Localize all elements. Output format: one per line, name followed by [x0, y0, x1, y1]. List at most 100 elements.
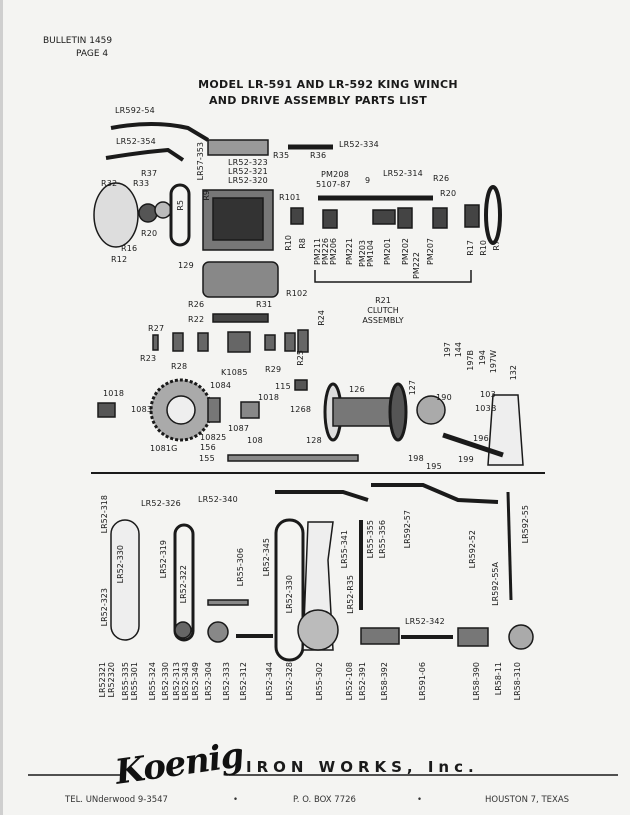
part-label: 115 [275, 382, 291, 391]
company-name: IRON WORKS, Inc. [246, 758, 479, 776]
part-label: 194 [478, 350, 487, 366]
part-label: LR52-314 [383, 169, 423, 178]
part-label: 1087 [228, 424, 250, 433]
part-label: 108 [247, 436, 263, 445]
page-number: PAGE 4 [76, 49, 109, 59]
part-label: R37 [141, 169, 158, 178]
exploded-parts-drawing [28, 122, 618, 776]
part-label: LR52-391 [358, 662, 367, 701]
part-label: R20 [141, 229, 158, 238]
part-label: R33 [133, 179, 150, 188]
part-label: 132 [509, 365, 518, 381]
part-label: 199 [458, 455, 474, 464]
part-label: R20 [440, 189, 457, 198]
page-title-line1: MODEL LR-591 AND LR-592 KING WINCH [198, 78, 458, 91]
part-label: LR55-301 [130, 662, 139, 701]
part-label: LR55-356 [378, 520, 387, 559]
part-label: LR52-312 [239, 662, 248, 701]
part-label: LR592-54 [115, 106, 155, 115]
part-label: LR52-313 [172, 662, 181, 701]
part-label: LR52-328 [285, 662, 294, 701]
part-label: R102 [286, 289, 308, 298]
part-label: LR52-330 [285, 575, 294, 614]
part-label: 9 [365, 176, 371, 185]
part-label: R12 [111, 255, 128, 264]
part-label: LR52-334 [339, 140, 379, 149]
part-label: LR52-R35 [346, 575, 355, 614]
part-label: LR52-343 [181, 662, 190, 701]
part-label: LR592-55A [491, 562, 500, 606]
po-box: P. O. BOX 7726 [293, 795, 356, 805]
part-label: LR55-302 [315, 662, 324, 701]
part-label: R31 [256, 300, 273, 309]
part-label: LR592-57 [403, 510, 412, 549]
part-label: LR55-341 [340, 530, 349, 569]
part-label: R5 [176, 200, 185, 211]
part-label: PM202 [401, 238, 410, 265]
part-label: LR52-319 [159, 540, 168, 579]
part-label: 198 [408, 454, 424, 463]
part-label: R24 [317, 310, 326, 326]
part-label: 129 [178, 261, 194, 270]
part-label: 10825 [200, 433, 227, 442]
part-label: R8 [298, 238, 307, 249]
part-label: PM222 [412, 252, 421, 279]
part-label: LR52-323 [100, 588, 109, 627]
clutch-assembly-label: R21 CLUTCH ASSEMBLY [358, 296, 408, 326]
separator-dot: • [417, 795, 423, 805]
part-label: LR52-322 [179, 565, 188, 604]
part-label: LR55-324 [148, 662, 157, 701]
part-label: LR52-108 [345, 662, 354, 701]
part-label: LR52-330 [116, 545, 125, 584]
part-label: LR52-333 [222, 662, 231, 701]
part-label: 156 [200, 443, 216, 452]
part-label: R7 [492, 240, 501, 251]
part-label: LR592-55 [521, 505, 530, 544]
part-label: R32 [101, 179, 118, 188]
part-label: 190 [436, 393, 452, 402]
bulletin-number: BULLETIN 1459 [43, 36, 113, 46]
part-label: 1083 [131, 405, 153, 414]
part-label: 127 [408, 380, 417, 396]
part-label: 1084 [210, 381, 232, 390]
part-label: LR52320 [107, 662, 116, 698]
part-label: LR52-354 [116, 137, 156, 146]
part-label: LR52-318 [100, 495, 109, 534]
part-label: R35 [273, 151, 290, 160]
part-label: PM208 [321, 170, 349, 179]
part-label: LR52-342 [405, 617, 445, 626]
part-label: LR52321 [98, 662, 107, 698]
part-label: R10 [284, 235, 293, 251]
part-label: LR58-392 [380, 662, 389, 701]
part-label: R101 [279, 193, 301, 202]
part-label: PM207 [426, 238, 435, 265]
part-label: R28 [171, 362, 188, 371]
part-label: 155 [199, 454, 215, 463]
part-label: R23 [140, 354, 157, 363]
part-label: LR55-306 [236, 548, 245, 587]
separator-dot: • [233, 795, 239, 805]
part-label: R9 [202, 190, 211, 201]
part-label: 195 [426, 462, 442, 471]
part-label: R10 [479, 240, 488, 256]
part-label: 1018 [103, 389, 125, 398]
part-label: LR52-323 [228, 158, 268, 167]
city-address: HOUSTON 7, TEXAS [485, 795, 570, 805]
part-label: LR55-355 [366, 520, 375, 559]
part-label: LR58-390 [472, 662, 481, 701]
part-label: 144 [454, 342, 463, 358]
part-label: R27 [148, 324, 165, 333]
part-label: 126 [349, 385, 365, 394]
part-label: 196 [473, 434, 489, 443]
part-label: 1081G [150, 444, 178, 453]
part-label: 1268 [290, 405, 312, 414]
part-label: 5107-87 [316, 180, 351, 189]
part-label: PM201 [383, 238, 392, 265]
part-label: LR52-321 [228, 167, 268, 176]
part-label: LR58-310 [513, 662, 522, 701]
part-label: PM206 [329, 238, 338, 265]
page-title-line2: AND DRIVE ASSEMBLY PARTS LIST [208, 94, 428, 107]
part-label: 197 [443, 342, 452, 358]
part-label: K1085 [221, 368, 248, 377]
